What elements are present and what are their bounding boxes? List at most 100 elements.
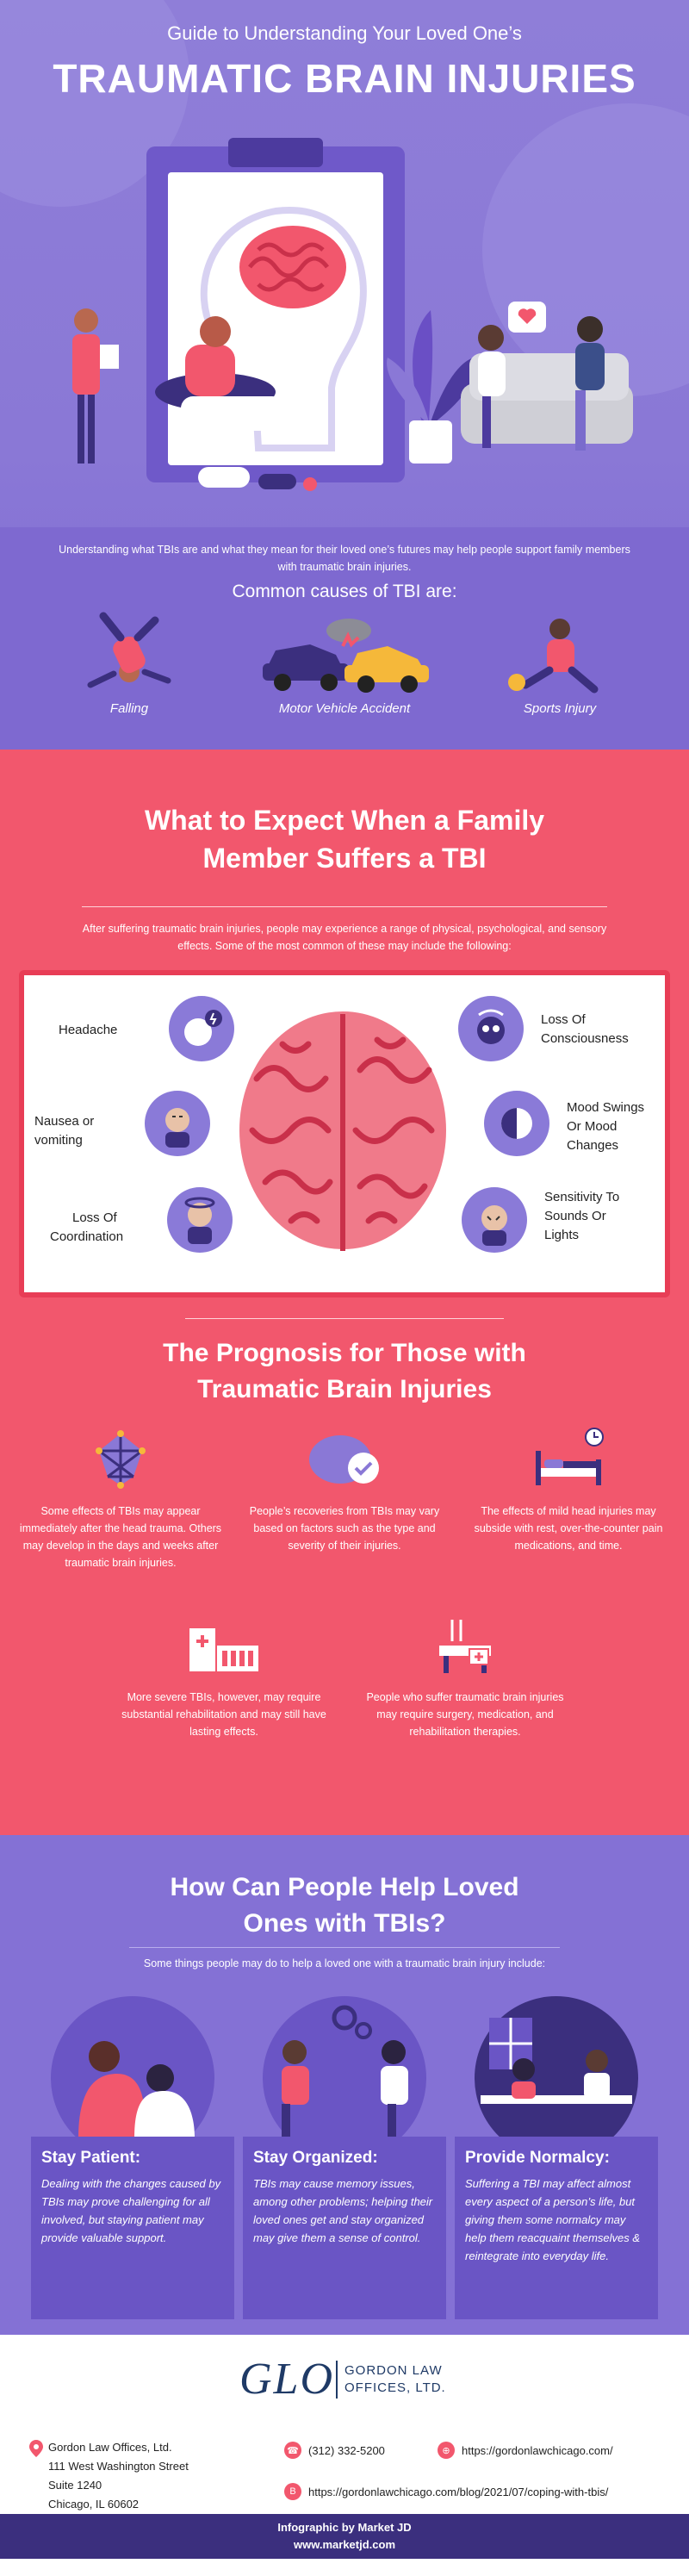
website-contact[interactable]: ⊕ https://gordonlawchicago.com/ <box>438 2442 613 2459</box>
help-card-text: Dealing with the changes caused by TBIs … <box>41 2177 221 2244</box>
symptom-label: Nausea or <box>34 1114 95 1129</box>
symptom-label: Sounds Or <box>544 1209 606 1223</box>
help-section: How Can People Help Loved Ones with TBIs… <box>0 1835 689 2335</box>
symptom-label: Headache <box>59 1023 118 1037</box>
help-title-line: How Can People Help Loved <box>170 1873 519 1901</box>
symptom-label: Or Mood <box>567 1119 618 1134</box>
help-title: How Can People Help Loved Ones with TBIs… <box>0 1870 689 1942</box>
help-card-heading: Provide Normalcy: <box>465 2149 610 2167</box>
cause-label: Motor Vehicle Accident <box>278 701 411 716</box>
website-link[interactable]: https://gordonlawchicago.com/ <box>462 2443 613 2457</box>
header-subtitle: Guide to Understanding Your Loved One’s <box>167 22 522 44</box>
prognosis-item: More severe TBIs, however, may require s… <box>121 1611 327 1740</box>
phone-number[interactable]: (312) 332-5200 <box>308 2443 385 2457</box>
expect-title: What to Expect When a Family Member Suff… <box>0 801 689 877</box>
surgery-icon <box>439 1620 491 1673</box>
symptom-label: Sensitivity To <box>544 1190 620 1204</box>
symptom-label: Changes <box>567 1138 619 1153</box>
expect-text: After suffering traumatic brain injuries… <box>82 923 607 952</box>
bed-rest-icon <box>536 1428 604 1485</box>
prognosis-title-line: Traumatic Brain Injuries <box>197 1375 492 1403</box>
cause-falling: Falling <box>43 612 215 732</box>
mood-icon <box>484 1091 549 1156</box>
symptom-label: Lights <box>544 1228 580 1242</box>
expect-title-line: Member Suffers a TBI <box>202 843 487 874</box>
address-line: Suite 1240 <box>48 2479 102 2492</box>
address-line: Chicago, IL 60602 <box>48 2498 140 2511</box>
symptom-label: Mood Swings <box>567 1100 645 1115</box>
divider <box>129 1947 560 1948</box>
logo-mark: GLO <box>239 2355 335 2404</box>
brain-check-icon <box>309 1435 379 1484</box>
hero-illustration <box>72 138 633 491</box>
logo-divider <box>336 2361 338 2399</box>
location-pin-icon <box>29 2440 43 2457</box>
brain-icon <box>239 1011 446 1251</box>
prognosis-text: The effects of mild head injuries may su… <box>474 1505 663 1552</box>
cause-label: Falling <box>109 701 149 716</box>
address-line: Gordon Law Offices, Ltd. <box>48 2441 172 2454</box>
intro-text: Understanding what TBIs are and what the… <box>59 544 630 573</box>
brain-network-icon <box>96 1430 146 1489</box>
symptom-label: vomiting <box>34 1133 83 1148</box>
help-card-body: Provide Normalcy: Suffering a TBI may af… <box>455 2137 658 2319</box>
cause-label: Sports Injury <box>523 701 597 716</box>
office-address: Gordon Law Offices, Ltd. 111 West Washin… <box>48 2438 189 2514</box>
help-card-normalcy: Provide Normalcy: Suffering a TBI may af… <box>455 1992 658 2319</box>
blog-link[interactable]: https://gordonlawchicago.com/blog/2021/0… <box>308 2485 609 2498</box>
prognosis-item: People’s recoveries from TBIs may vary b… <box>241 1425 448 1554</box>
prognosis-item: The effects of mild head injuries may su… <box>465 1425 672 1554</box>
phone-contact[interactable]: ☎ (312) 332-5200 <box>284 2442 385 2459</box>
company-logo: GLO GORDON LAW OFFICES, LTD. <box>239 2354 463 2405</box>
prognosis-title-line: The Prognosis for Those with <box>163 1339 526 1367</box>
globe-icon: ⊕ <box>438 2442 455 2459</box>
logo-text-line: GORDON LAW <box>344 2363 443 2378</box>
prognosis-text: People who suffer traumatic brain injuri… <box>366 1691 564 1738</box>
symptom-label: Coordination <box>50 1229 124 1244</box>
help-card-heading: Stay Organized: <box>253 2149 378 2167</box>
expect-section: What to Expect When a Family Member Suff… <box>0 750 689 1318</box>
help-title-line: Ones with TBIs? <box>243 1909 446 1938</box>
hospital-icon <box>189 1628 258 1671</box>
help-card-text: Suffering a TBI may affect almost every … <box>465 2177 641 2262</box>
coordination-icon <box>167 1187 233 1253</box>
help-card-text: TBIs may cause memory issues, among othe… <box>253 2177 433 2244</box>
symptoms-panel: Headache Nausea or vomiting Loss Of Coor… <box>19 970 670 1297</box>
symptom-label: Consciousness <box>541 1031 629 1046</box>
prognosis-title: The Prognosis for Those with Traumatic B… <box>0 1335 689 1408</box>
organized-illustration <box>243 1992 446 2138</box>
address-line: 111 West Washington Street <box>48 2460 189 2473</box>
credit-link[interactable]: www.marketjd.com <box>294 2538 395 2551</box>
logo-text: GORDON LAW OFFICES, LTD. <box>344 2362 446 2397</box>
symptom-label: Loss Of <box>541 1012 586 1027</box>
cause-motor-vehicle: Motor Vehicle Accident <box>258 612 431 732</box>
patient-illustration <box>31 1992 234 2138</box>
sensitivity-icon <box>462 1187 527 1253</box>
blog-icon: B <box>284 2483 301 2500</box>
causes-heading: Common causes of TBI are: <box>232 582 457 601</box>
normalcy-illustration <box>455 1992 658 2138</box>
footer: GLO GORDON LAW OFFICES, LTD. Gordon Law … <box>0 2335 689 2514</box>
prognosis-text: People’s recoveries from TBIs may vary b… <box>249 1505 440 1552</box>
expect-title-line: What to Expect When a Family <box>144 805 545 836</box>
falling-person-icon <box>87 612 171 688</box>
prognosis-text: Some effects of TBIs may appear immediat… <box>19 1505 222 1569</box>
help-card-patient: Stay Patient: Dealing with the changes c… <box>31 1992 234 2319</box>
blog-contact[interactable]: B https://gordonlawchicago.com/blog/2021… <box>284 2483 608 2500</box>
logo-text-line: OFFICES, LTD. <box>344 2380 446 2395</box>
help-card-body: Stay Patient: Dealing with the changes c… <box>31 2137 234 2319</box>
header-title: TRAUMATIC BRAIN INJURIES <box>53 56 636 101</box>
prognosis-section: The Prognosis for Those with Traumatic B… <box>0 1318 689 1835</box>
divider <box>82 906 607 907</box>
help-text: Some things people may do to help a love… <box>143 1957 546 1969</box>
prognosis-item: People who suffer traumatic brain injuri… <box>362 1611 568 1740</box>
consciousness-icon <box>458 996 524 1061</box>
prognosis-text: More severe TBIs, however, may require s… <box>121 1691 326 1738</box>
header-section: Guide to Understanding Your Loved One’s … <box>0 0 689 750</box>
help-card-heading: Stay Patient: <box>41 2149 141 2167</box>
credit-line: Infographic by Market JD <box>277 2521 412 2534</box>
car-crash-icon <box>263 619 429 693</box>
sports-injury-icon <box>508 619 599 694</box>
credits-bar: Infographic by Market JD www.marketjd.co… <box>0 2514 689 2559</box>
headache-icon <box>169 996 234 1061</box>
